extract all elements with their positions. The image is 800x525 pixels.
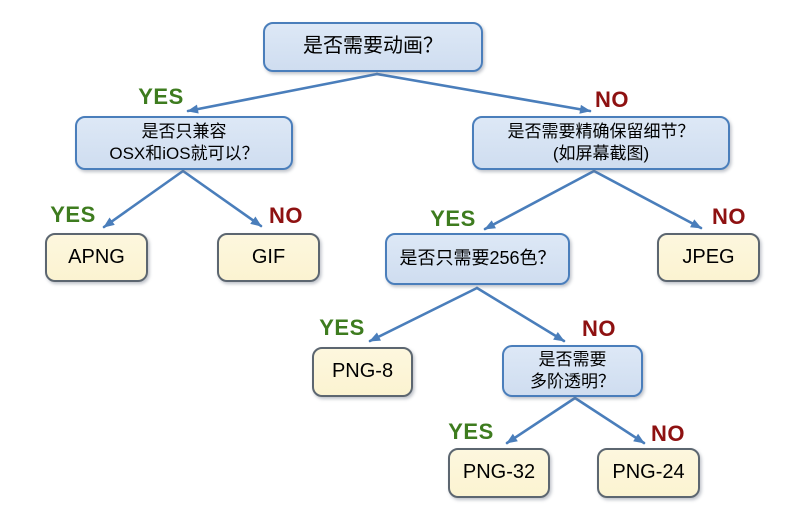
yes-label: YES — [448, 419, 494, 444]
node-label: PNG-24 — [612, 461, 685, 484]
node-label-line2: OSX和iOS就可以？ — [109, 144, 259, 163]
node-question-256-colors: 是否只需要256色？ — [385, 233, 570, 285]
edge-256-no — [475, 286, 566, 343]
node-label: PNG-8 — [331, 360, 394, 383]
edge-256-yes — [368, 286, 479, 343]
edge-detail-yes — [483, 169, 596, 231]
node-result-apng: APNG — [45, 233, 148, 282]
node-label: GIF — [251, 245, 286, 268]
node-result-jpeg: JPEG — [657, 233, 760, 282]
yes-label: YES — [319, 315, 365, 340]
node-label-line2: 多阶透明？ — [530, 372, 615, 391]
node-label: APNG — [68, 245, 125, 268]
no-label: NO — [582, 316, 616, 341]
no-label: NO — [269, 203, 303, 228]
edge-animation-no — [375, 72, 592, 114]
node-result-gif: GIF — [217, 233, 320, 282]
edge-alpha-yes — [505, 396, 577, 445]
no-label: NO — [651, 421, 685, 446]
node-result-png-32: PNG-32 — [448, 448, 550, 498]
node-question-preserve-detail: 是否需要精确保留细节？ (如屏幕截图) — [472, 116, 730, 170]
edge-animation-yes — [186, 72, 379, 114]
edge-alpha-no — [573, 396, 646, 445]
yes-label: YES — [138, 84, 184, 109]
node-label: JPEG — [682, 245, 735, 268]
no-label: NO — [595, 87, 629, 112]
yes-label: YES — [50, 202, 96, 227]
edge-osx-yes — [102, 169, 185, 229]
node-label-line2: (如屏幕截图) — [552, 144, 650, 163]
node-label-line1: 是否需要精确保留细节？ — [507, 122, 695, 142]
node-label-line1: 是否需要 — [538, 350, 607, 370]
node-question-osx-ios-only: 是否只兼容 OSX和iOS就可以？ — [75, 116, 293, 170]
node-label: 是否需要动画？ — [303, 35, 443, 58]
node-question-multi-level-alpha: 是否需要 多阶透明？ — [502, 345, 643, 397]
edge-detail-no — [592, 169, 703, 230]
yes-label: YES — [430, 206, 476, 231]
edge-osx-no — [181, 169, 263, 228]
node-result-png-8: PNG-8 — [312, 347, 413, 397]
no-label: NO — [712, 204, 746, 229]
node-label-line1: 是否只兼容 — [141, 122, 227, 142]
node-label: PNG-32 — [462, 461, 536, 484]
node-label: 是否只需要256色？ — [399, 248, 556, 269]
node-question-animation: 是否需要动画？ — [263, 22, 483, 72]
node-result-png-24: PNG-24 — [597, 448, 700, 498]
